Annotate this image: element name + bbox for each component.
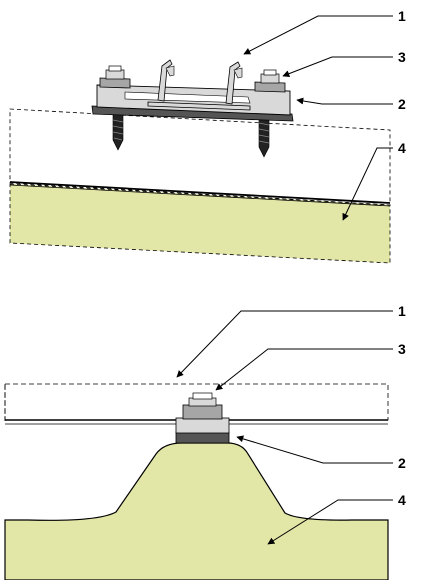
- steel-facing-line: [9, 181, 391, 204]
- top-view: 1 3 2 4: [9, 8, 406, 264]
- top-callout-2-label: 2: [398, 96, 406, 112]
- top-callout-1: 1: [243, 8, 406, 55]
- top-callout-1-label: 1: [398, 8, 406, 24]
- mounting-rail: [147, 59, 251, 111]
- section-callout-3-label: 3: [398, 341, 406, 357]
- insulation-block: [9, 183, 391, 264]
- section-view: 1 3 2 4: [4, 303, 406, 580]
- insulation-rib: [4, 442, 389, 580]
- section-callout-1: 1: [176, 303, 406, 378]
- section-callout-4: 4: [267, 492, 406, 545]
- section-callout-2-label: 2: [398, 455, 406, 471]
- top-callout-2: 2: [296, 96, 406, 112]
- clamp-block-right: [254, 69, 286, 93]
- top-callout-3-label: 3: [398, 49, 406, 65]
- section-callout-1-label: 1: [398, 303, 406, 319]
- self-tapping-screw-left: [112, 113, 124, 151]
- section-callout-4-label: 4: [398, 492, 406, 508]
- top-callout-4: 4: [342, 140, 406, 221]
- top-callout-4-label: 4: [398, 140, 406, 156]
- section-callout-2: 2: [236, 435, 406, 471]
- bolt-head: [182, 392, 223, 420]
- section-callout-3: 3: [215, 341, 406, 391]
- top-callout-3: 3: [282, 49, 406, 77]
- clamp-block-left: [99, 65, 131, 89]
- steel-facing-line-inner: [9, 184, 391, 207]
- bracket-slot: [124, 91, 251, 104]
- bracket-block: [175, 417, 230, 444]
